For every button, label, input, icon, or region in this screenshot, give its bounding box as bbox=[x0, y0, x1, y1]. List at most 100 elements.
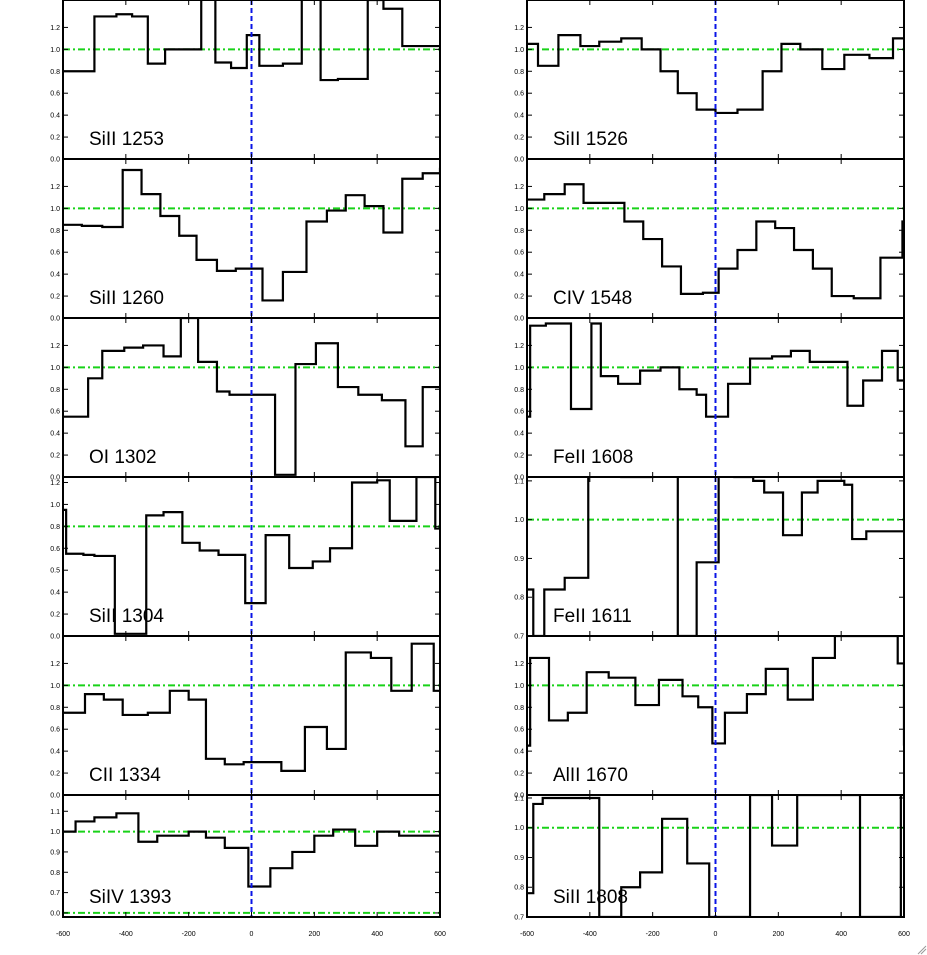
x-tick-label: 600 bbox=[898, 931, 910, 938]
y-tick-label: 0.8 bbox=[50, 705, 60, 712]
flux-series bbox=[527, 183, 904, 300]
y-tick-label: 1.1 bbox=[514, 795, 524, 802]
y-tick-label: 0.8 bbox=[50, 387, 60, 394]
y-tick-label: 0.4 bbox=[50, 113, 60, 120]
y-tick-label: 1.2 bbox=[514, 343, 524, 350]
x-tick-label: 400 bbox=[835, 931, 847, 938]
y-tick-label: 0.8 bbox=[514, 387, 524, 394]
y-tick-label: 0.8 bbox=[514, 69, 524, 76]
y-tick-label: 1.1 bbox=[514, 478, 524, 485]
ion-label: SiII 1526 bbox=[553, 129, 628, 150]
y-tick-label: 0.8 bbox=[50, 870, 60, 877]
y-tick-label: 0.8 bbox=[50, 228, 60, 235]
x-tick-label: 600 bbox=[434, 931, 446, 938]
ion-label: FeII 1608 bbox=[553, 447, 633, 468]
y-tick-label: 1.2 bbox=[50, 25, 60, 32]
x-tick-label: -600 bbox=[56, 931, 70, 938]
y-tick-label: 1.2 bbox=[50, 184, 60, 191]
y-tick-label: 0.7 bbox=[514, 915, 524, 922]
y-tick-label: 0.0 bbox=[50, 157, 60, 164]
ion-label: SiII 1808 bbox=[553, 887, 628, 908]
y-tick-label: 0.8 bbox=[50, 524, 60, 531]
y-tick-label: 0.4 bbox=[514, 272, 524, 279]
y-tick-label: 0.4 bbox=[50, 431, 60, 438]
y-tick-label: 1.0 bbox=[50, 829, 60, 836]
y-tick-label: 0.6 bbox=[514, 409, 524, 416]
x-tick-label: 200 bbox=[772, 931, 784, 938]
x-tick-label: 0 bbox=[714, 931, 718, 938]
y-tick-label: 0.0 bbox=[514, 793, 524, 800]
y-tick-label: 0.9 bbox=[514, 556, 524, 563]
y-tick-label: 1.0 bbox=[514, 206, 524, 213]
y-tick-label: 0.6 bbox=[514, 250, 524, 257]
flux-series bbox=[63, 167, 440, 302]
y-tick-label: 1.2 bbox=[514, 184, 524, 191]
ion-label: OI 1302 bbox=[89, 447, 157, 468]
flux-series bbox=[63, 318, 440, 476]
y-tick-label: 1.1 bbox=[50, 809, 60, 816]
y-tick-label: 1.0 bbox=[514, 825, 524, 832]
y-tick-label: 0.6 bbox=[514, 91, 524, 98]
y-tick-label: 1.0 bbox=[514, 365, 524, 372]
y-tick-label: 0.9 bbox=[50, 849, 60, 856]
x-tick-label: 0 bbox=[250, 931, 254, 938]
x-tick-label: 200 bbox=[308, 931, 320, 938]
y-tick-label: 0.2 bbox=[50, 771, 60, 778]
y-tick-label: 0.8 bbox=[514, 228, 524, 235]
y-tick-label: 0.2 bbox=[50, 135, 60, 142]
y-tick-label: 0.6 bbox=[50, 546, 60, 553]
y-tick-label: 0.7 bbox=[50, 890, 60, 897]
ion-label: FeII 1611 bbox=[553, 606, 632, 627]
y-tick-label: 0.4 bbox=[514, 749, 524, 756]
y-tick-label: 0.6 bbox=[50, 250, 60, 257]
y-tick-label: 1.2 bbox=[50, 661, 60, 668]
y-tick-label: 0.9 bbox=[514, 855, 524, 862]
y-tick-label: 1.0 bbox=[50, 683, 60, 690]
y-tick-label: 0.2 bbox=[50, 294, 60, 301]
y-tick-label: 0.7 bbox=[514, 634, 524, 641]
y-tick-label: 1.0 bbox=[50, 365, 60, 372]
y-tick-label: 0.0 bbox=[514, 475, 524, 482]
y-tick-label: 1.0 bbox=[514, 47, 524, 54]
y-tick-label: 1.0 bbox=[514, 683, 524, 690]
y-tick-label: 1.0 bbox=[50, 47, 60, 54]
y-tick-label: 0.0 bbox=[514, 157, 524, 164]
y-tick-label: 1.0 bbox=[514, 517, 524, 524]
y-tick-label: 0.4 bbox=[50, 749, 60, 756]
y-tick-label: 0.2 bbox=[50, 453, 60, 460]
y-tick-label: 0.2 bbox=[514, 453, 524, 460]
ion-label: SiII 1304 bbox=[89, 606, 164, 627]
resize-grip[interactable] bbox=[917, 945, 927, 955]
ion-label: CII 1334 bbox=[89, 765, 161, 786]
y-tick-label: 0.2 bbox=[50, 612, 60, 619]
y-tick-label: 0.8 bbox=[514, 885, 524, 892]
y-tick-label: 0.4 bbox=[50, 272, 60, 279]
y-tick-label: 0.2 bbox=[514, 294, 524, 301]
y-tick-label: 1.2 bbox=[50, 480, 60, 487]
ion-label: SiII 1253 bbox=[89, 129, 164, 150]
flux-series bbox=[527, 322, 904, 418]
x-tick-label: -200 bbox=[646, 931, 660, 938]
y-tick-label: 0.0 bbox=[514, 316, 524, 323]
flux-series bbox=[63, 642, 440, 772]
y-tick-label: 1.2 bbox=[514, 661, 524, 668]
y-tick-label: 0.0 bbox=[50, 316, 60, 323]
x-tick-label: -200 bbox=[182, 931, 196, 938]
flux-series bbox=[63, 0, 440, 82]
ion-label: SiII 1260 bbox=[89, 288, 164, 309]
x-tick-label: -400 bbox=[583, 931, 597, 938]
y-tick-label: 0.0 bbox=[50, 910, 60, 917]
y-tick-label: 1.2 bbox=[50, 343, 60, 350]
panel-oi-1302: 0.0 0.2 0.4 0.6 0.8 1.0 1.2 OI 1302 bbox=[50, 317, 441, 482]
y-tick-label: 0.6 bbox=[50, 409, 60, 416]
